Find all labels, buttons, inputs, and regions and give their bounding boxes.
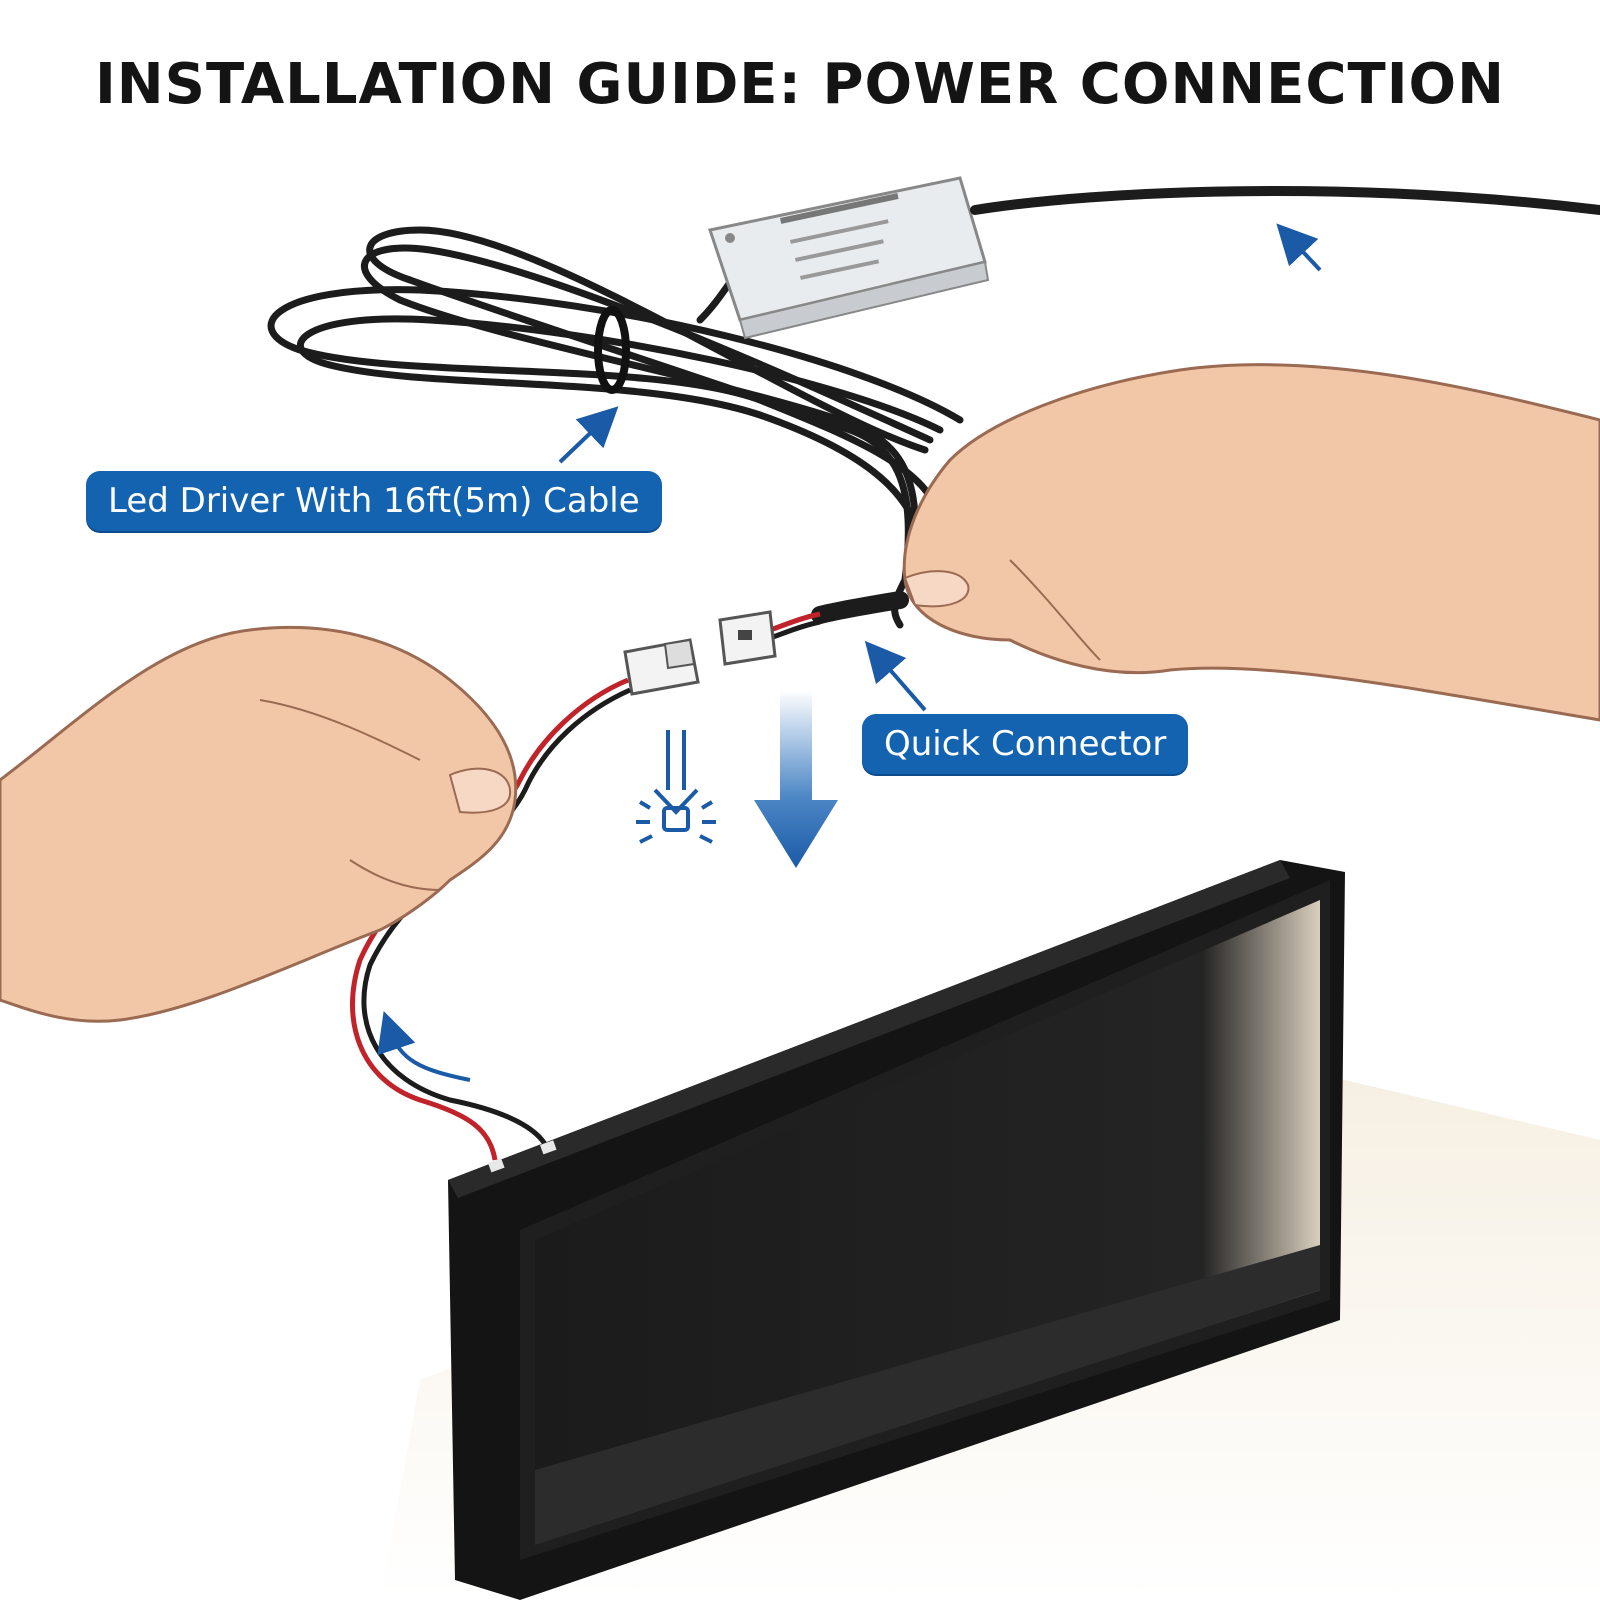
- quick-connector-female: [623, 638, 700, 696]
- input-cable: [970, 186, 1600, 215]
- driver-output-cable: [811, 591, 909, 624]
- fixture-wire-red: [350, 677, 629, 1161]
- down-arrow: [754, 690, 838, 868]
- led-driver-box: [708, 176, 990, 340]
- wire-pointer-arrow: [377, 1011, 471, 1082]
- input-cable-arrow: [1276, 223, 1322, 272]
- led-driver-callout: Led Driver With 16ft(5m) Cable: [86, 471, 662, 531]
- coiled-cable: [267, 226, 964, 629]
- quick-connector-callout: Quick Connector: [862, 714, 1189, 774]
- quick-connector-male: [718, 610, 777, 666]
- fixture-wire-black: [361, 687, 632, 1152]
- click-connect-icon: [636, 730, 716, 844]
- led-fixture-niche: [448, 860, 1345, 1600]
- page-title: INSTALLATION GUIDE: POWER CONNECTION: [94, 52, 1506, 117]
- connector-pointer-arrow: [864, 640, 927, 712]
- left-hand: [0, 626, 518, 1023]
- driver-pointer-arrow: [558, 406, 619, 464]
- red-wire-right: [769, 611, 821, 633]
- cable-tie: [594, 306, 630, 394]
- right-hand: [902, 363, 1600, 722]
